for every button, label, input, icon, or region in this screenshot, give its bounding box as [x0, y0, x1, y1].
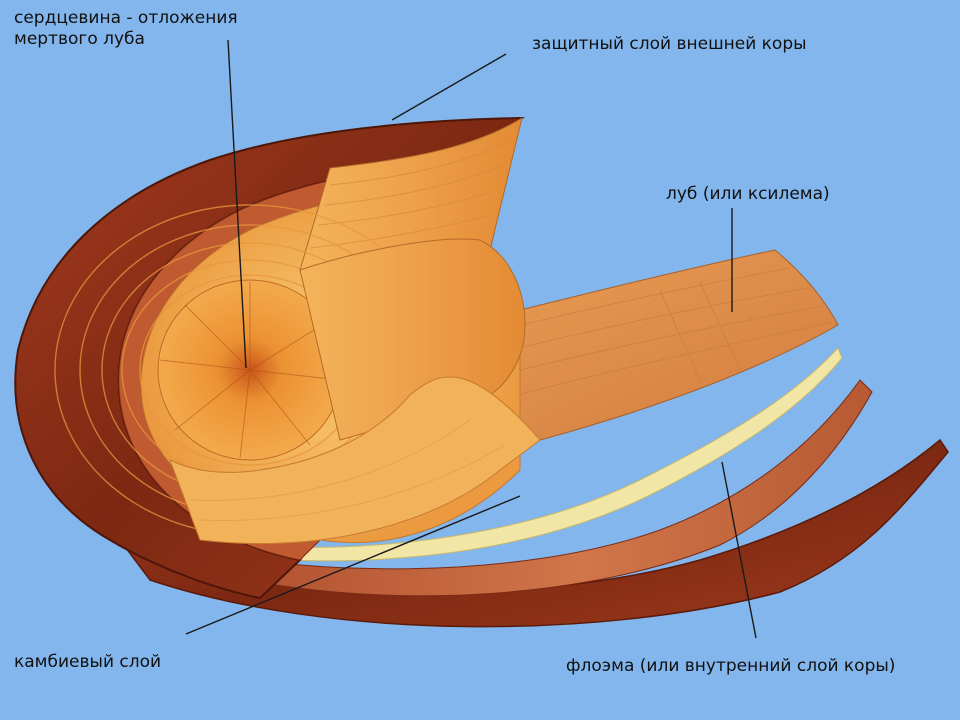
- label-phloem: флоэма (или внутренний слой коры): [566, 656, 896, 676]
- sapwood-fold: [169, 376, 541, 545]
- label-outer-bark: защитный слой внешней коры: [532, 34, 807, 54]
- label-heartwood-line2: мертвого луба: [14, 29, 145, 49]
- cambium-strip: [189, 347, 843, 562]
- leader-line-cambium: [185, 495, 521, 635]
- label-heartwood: сердцевина - отложения мертвого луба: [14, 8, 238, 50]
- label-heartwood-line1: сердцевина - отложения: [14, 8, 238, 28]
- leader-lines: [185, 39, 757, 639]
- phloem-strip: [148, 379, 873, 597]
- label-xylem: луб (или ксилема): [666, 184, 830, 204]
- label-cambium: камбиевый слой: [14, 652, 162, 672]
- leader-line-heartwood: [227, 39, 247, 369]
- leader-line-phloem: [721, 461, 757, 639]
- leader-line-bark: [391, 53, 507, 121]
